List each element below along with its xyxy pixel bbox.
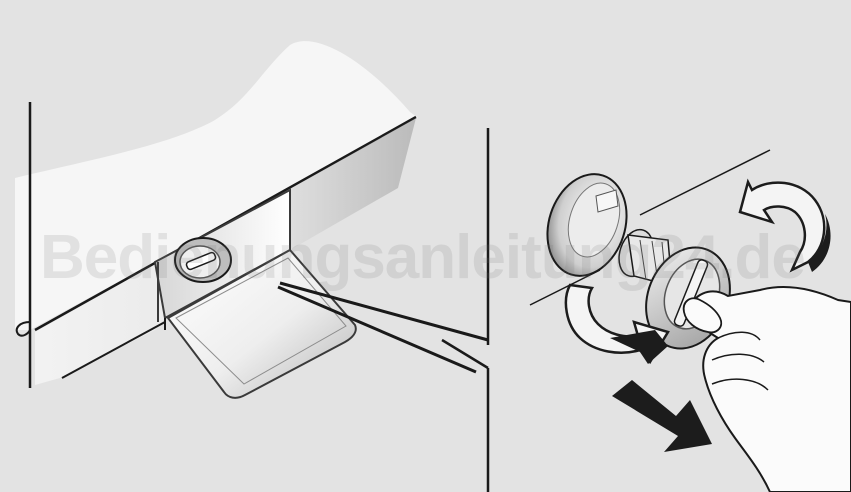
illustration-svg [0, 0, 851, 492]
manual-illustration: Bedienungsanleitung24.de [0, 0, 851, 492]
